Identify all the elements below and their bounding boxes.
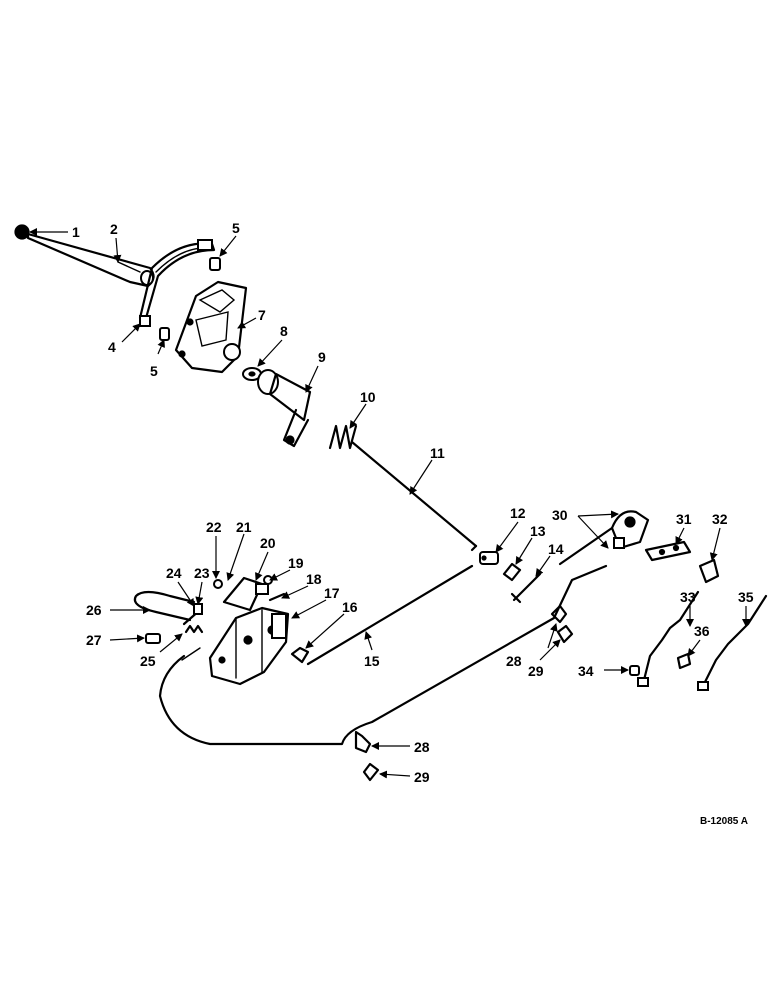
part-small-nut — [213, 579, 223, 589]
callout-24: 24 — [166, 565, 182, 581]
callout-2: 2 — [110, 221, 118, 237]
part-spring — [328, 424, 358, 450]
callout-10: 10 — [360, 389, 376, 405]
callout-12: 12 — [510, 505, 526, 521]
callout-29-upper: 29 — [528, 663, 544, 679]
callout-1: 1 — [72, 224, 80, 240]
part-mounting-plate — [222, 576, 269, 612]
part-control-cable — [158, 564, 608, 746]
drawing-reference-code: B-12085 A — [700, 816, 748, 827]
part-quadrant — [138, 239, 216, 327]
callout-7: 7 — [258, 307, 266, 323]
part-clip-lower — [362, 762, 380, 782]
callout-5-lower: 5 — [150, 363, 158, 379]
callout-18: 18 — [306, 571, 322, 587]
part-bolt-lower — [159, 327, 170, 341]
part-clevis — [479, 551, 499, 565]
part-valve-body — [208, 606, 290, 686]
callout-33: 33 — [680, 589, 696, 605]
part-spring-pin — [182, 603, 204, 634]
callout-20: 20 — [260, 535, 276, 551]
callout-35: 35 — [738, 589, 754, 605]
part-bolt-upper — [209, 257, 221, 271]
part-u-bolt — [133, 590, 196, 622]
part-bolt-34 — [629, 665, 640, 676]
callout-29-lower: 29 — [414, 769, 430, 785]
callout-27: 27 — [86, 632, 102, 648]
callout-13: 13 — [530, 523, 546, 539]
callout-28-upper: 28 — [506, 653, 522, 669]
callout-30: 30 — [552, 507, 568, 523]
callout-8: 8 — [280, 323, 288, 339]
part-bolt-27 — [145, 633, 161, 644]
callout-11: 11 — [430, 445, 445, 461]
callout-16: 16 — [342, 599, 358, 615]
callouts: 1 2 5 4 5 7 8 9 10 11 12 13 14 30 31 32 … — [72, 220, 754, 785]
callout-9: 9 — [318, 349, 326, 365]
part-support-bracket — [174, 280, 248, 374]
part-bracket-arm — [644, 540, 692, 562]
part-clip-upper — [556, 624, 574, 644]
callout-31: 31 — [676, 511, 692, 527]
part-bent-rod-right — [697, 594, 768, 691]
callout-28-lower: 28 — [414, 739, 430, 755]
part-link-rod — [510, 572, 542, 604]
part-lever-housing — [558, 510, 650, 566]
callout-14: 14 — [548, 541, 564, 557]
callout-23: 23 — [194, 565, 210, 581]
part-clamp-upper — [550, 604, 568, 624]
part-bent-rod-left — [637, 590, 700, 687]
part-rod-long — [350, 440, 478, 552]
part-shaft-arm — [257, 369, 312, 448]
part-fitting-36 — [676, 652, 692, 670]
callout-21: 21 — [236, 519, 252, 535]
part-ball-joint — [698, 558, 720, 584]
callout-34: 34 — [578, 663, 594, 679]
callout-25: 25 — [140, 653, 156, 669]
leader-lines — [29, 228, 750, 779]
callout-22: 22 — [206, 519, 222, 535]
part-clip — [502, 562, 522, 582]
part-clamp-lower — [354, 730, 372, 754]
callout-4: 4 — [108, 339, 116, 355]
callout-17: 17 — [324, 585, 340, 601]
callout-32: 32 — [712, 511, 728, 527]
part-actuating-rod — [290, 564, 474, 666]
part-control-lever — [26, 232, 155, 288]
callout-19: 19 — [288, 555, 304, 571]
callout-15: 15 — [364, 653, 380, 669]
callout-36: 36 — [694, 623, 710, 639]
callout-5-upper: 5 — [232, 220, 240, 236]
part-pin-18 — [268, 592, 286, 602]
callout-26: 26 — [86, 602, 102, 618]
